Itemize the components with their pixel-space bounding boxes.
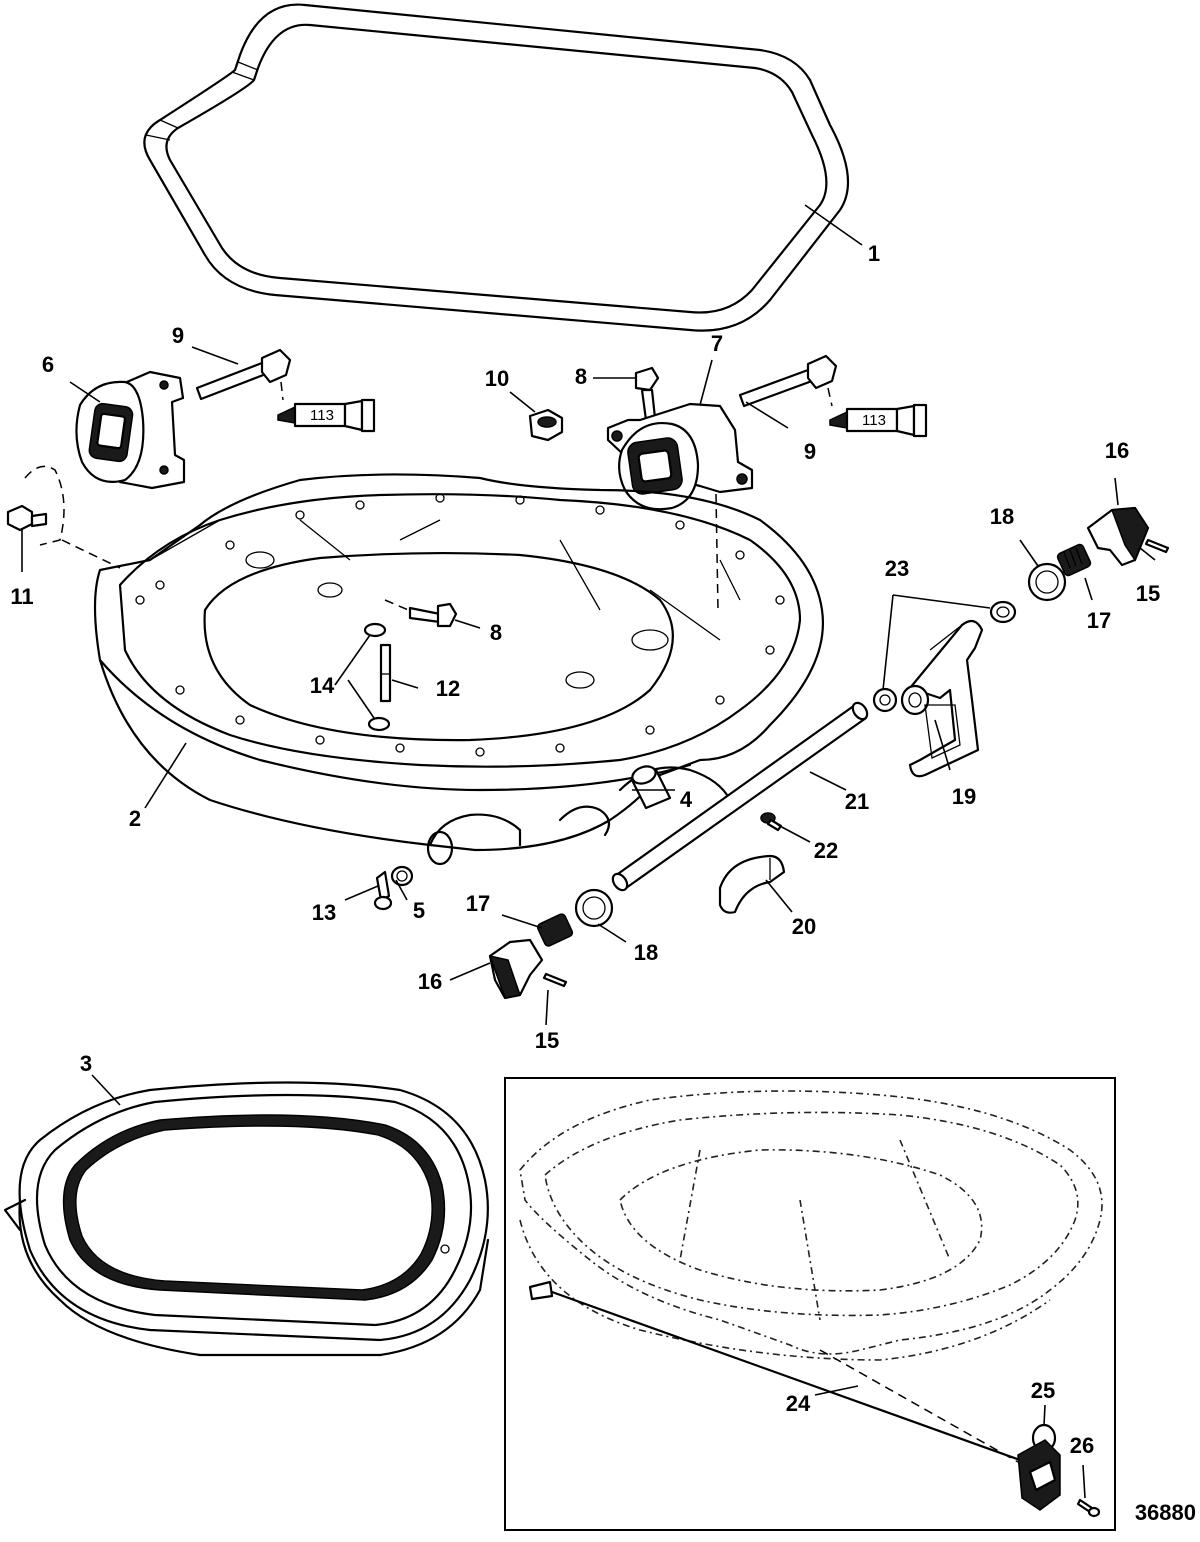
part-10-nut [528,408,564,442]
part-2-adapter-plate [93,473,824,866]
callout-9-left: 9 [172,323,184,348]
leader-lines [21,204,1156,1499]
part-3-lower-seal [3,1081,490,1357]
callout-15-lower: 15 [535,1028,559,1053]
callout-10: 10 [485,366,509,391]
part-14-clip-upper [363,622,387,638]
inset-panel [504,1077,1116,1531]
part-14-clip-lower [367,716,391,732]
callout-16-lower: 16 [418,969,442,994]
part-6-engine-mount-left [75,370,186,490]
part-17-spring-left [536,913,574,947]
callout-19: 19 [952,784,976,809]
part-21-shaft [611,701,869,892]
callout-16-right: 16 [1105,438,1129,463]
callout-23: 23 [885,556,909,581]
part-4-bushing [630,765,672,810]
part-9-bolt-right [738,354,838,408]
part-8-bolt-top [634,366,660,422]
part-18-bushing-left [574,888,614,928]
part-24-cable [528,1280,1022,1463]
part-15-pin-left [542,972,568,988]
callout-18-right: 18 [990,504,1014,529]
part-19-tilt-handle [900,619,984,778]
callout-3: 3 [80,1051,92,1076]
callout-21: 21 [845,789,869,814]
callout-15-right: 15 [1136,581,1160,606]
part-20-lever [718,854,786,914]
part-15-pin-right [1144,538,1170,554]
callout-20: 20 [792,914,816,939]
figure-id: 36880 [1135,1500,1196,1525]
part-tube-113-left: 113 [277,398,376,433]
callout-4: 4 [680,787,693,812]
part-23-bushing-left [872,687,898,713]
part-18-bushing-right [1027,562,1067,602]
part-11-bolt [6,465,121,569]
callout-9-right: 9 [804,439,816,464]
callout-17-lower: 17 [466,891,490,916]
callout-22: 22 [814,838,838,863]
part-26-screw [1076,1498,1101,1518]
part-24-switch [1017,1439,1061,1511]
callout-8-lower: 8 [490,620,502,645]
part-13-screw [373,870,393,911]
part-1-top-seal [143,3,850,332]
callout-2: 2 [129,806,141,831]
callout-1: 1 [868,241,880,266]
part-8-bolt-lower [408,602,458,628]
part-23-bushing-right [989,600,1017,624]
part-16-knob-left [488,938,544,1000]
tube-label-right: 113 [862,412,886,429]
callout-18-lower: 18 [634,940,658,965]
callout-24: 24 [786,1391,811,1416]
callout-5: 5 [413,898,425,923]
part-5-bushing [390,865,414,887]
callout-25: 25 [1031,1378,1055,1403]
callout-17-right: 17 [1087,608,1111,633]
callout-6: 6 [42,352,54,377]
callout-12: 12 [436,676,460,701]
mounting-holes [135,493,785,757]
callout-14: 14 [310,673,335,698]
callout-8-top: 8 [575,364,587,389]
part-16-knob-right [1086,506,1150,567]
part-tube-113-right: 113 [829,403,928,438]
callout-7: 7 [711,331,723,356]
callout-labels: 1 2 3 4 5 6 7 8 8 9 9 10 11 12 13 14 15 … [10,241,1160,1458]
part-17-spring-right [1056,543,1092,577]
callout-13: 13 [312,900,336,925]
tube-label-left: 113 [310,407,334,424]
part-22-screw [760,812,783,832]
part-12-pin [379,643,392,703]
part-9-bolt-left [195,348,292,401]
callout-11: 11 [10,584,33,609]
part-7-engine-mount-right [606,402,754,611]
callout-26: 26 [1070,1433,1094,1458]
